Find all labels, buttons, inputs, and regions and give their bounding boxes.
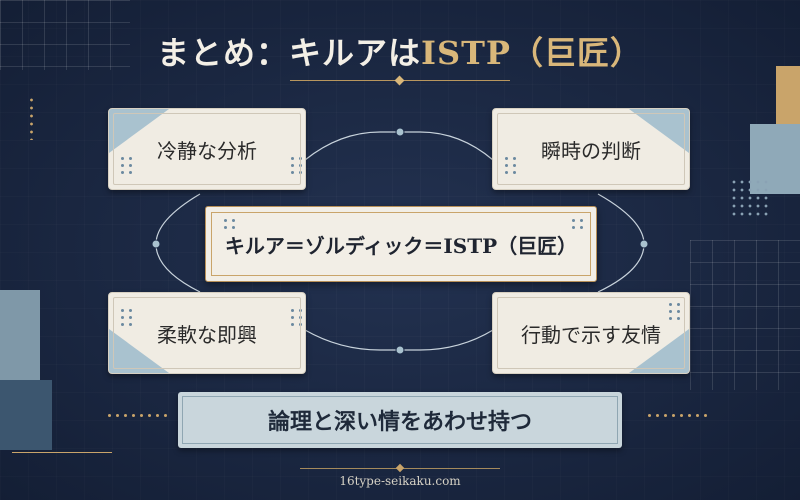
card-label: 柔軟な即興 — [157, 322, 257, 347]
card-corner-accent — [629, 109, 689, 153]
card-label: 行動で示す友情 — [521, 322, 661, 347]
left-blue-block — [0, 290, 40, 380]
card-dots — [121, 309, 135, 326]
left-gold-line — [12, 452, 112, 453]
left-dark-block — [0, 380, 52, 450]
card-dots — [291, 157, 305, 174]
center-dots — [572, 219, 586, 229]
card-corner-accent — [109, 109, 169, 153]
title-accent: ISTP（巨匠） — [421, 34, 643, 72]
right-grid-lines — [690, 240, 800, 390]
connector-node-right — [639, 239, 649, 249]
connector-node-left — [151, 239, 161, 249]
card-friendship-in-action: 行動で示す友情 — [492, 292, 690, 374]
page-title: まとめ：キルアはISTP（巨匠） — [0, 28, 800, 74]
card-dots — [291, 309, 305, 326]
summary-banner-text: 論理と深い情をあわせ持つ — [267, 409, 532, 435]
card-corner-accent — [629, 329, 689, 373]
title-main: まとめ：キルアは — [157, 34, 422, 72]
left-gold-dots — [108, 414, 167, 417]
center-statement: キルア＝ゾルディック＝ISTP（巨匠） — [224, 233, 578, 258]
left-grid-lines — [0, 0, 130, 70]
right-gold-dots — [648, 414, 707, 417]
center-dots — [224, 219, 238, 229]
left-gold-dots-vertical — [30, 96, 33, 140]
card-label: 冷静な分析 — [157, 138, 257, 163]
card-corner-accent — [109, 329, 169, 373]
summary-banner: 論理と深い情をあわせ持つ — [178, 392, 622, 448]
card-flexible-improvisation: 柔軟な即興 — [108, 292, 306, 374]
site-credit: 16type-seikaku.com — [339, 474, 461, 488]
connector-node-top — [395, 127, 405, 137]
card-label: 瞬時の判断 — [541, 138, 641, 163]
center-statement-card: キルア＝ゾルディック＝ISTP（巨匠） — [205, 206, 597, 282]
card-instant-judgment: 瞬時の判断 — [492, 108, 690, 190]
connector-node-bottom — [395, 345, 405, 355]
card-dots — [121, 157, 135, 174]
card-dots — [669, 303, 683, 320]
card-dots — [505, 157, 519, 174]
card-calm-analysis: 冷静な分析 — [108, 108, 306, 190]
right-dots-grid — [730, 178, 770, 218]
